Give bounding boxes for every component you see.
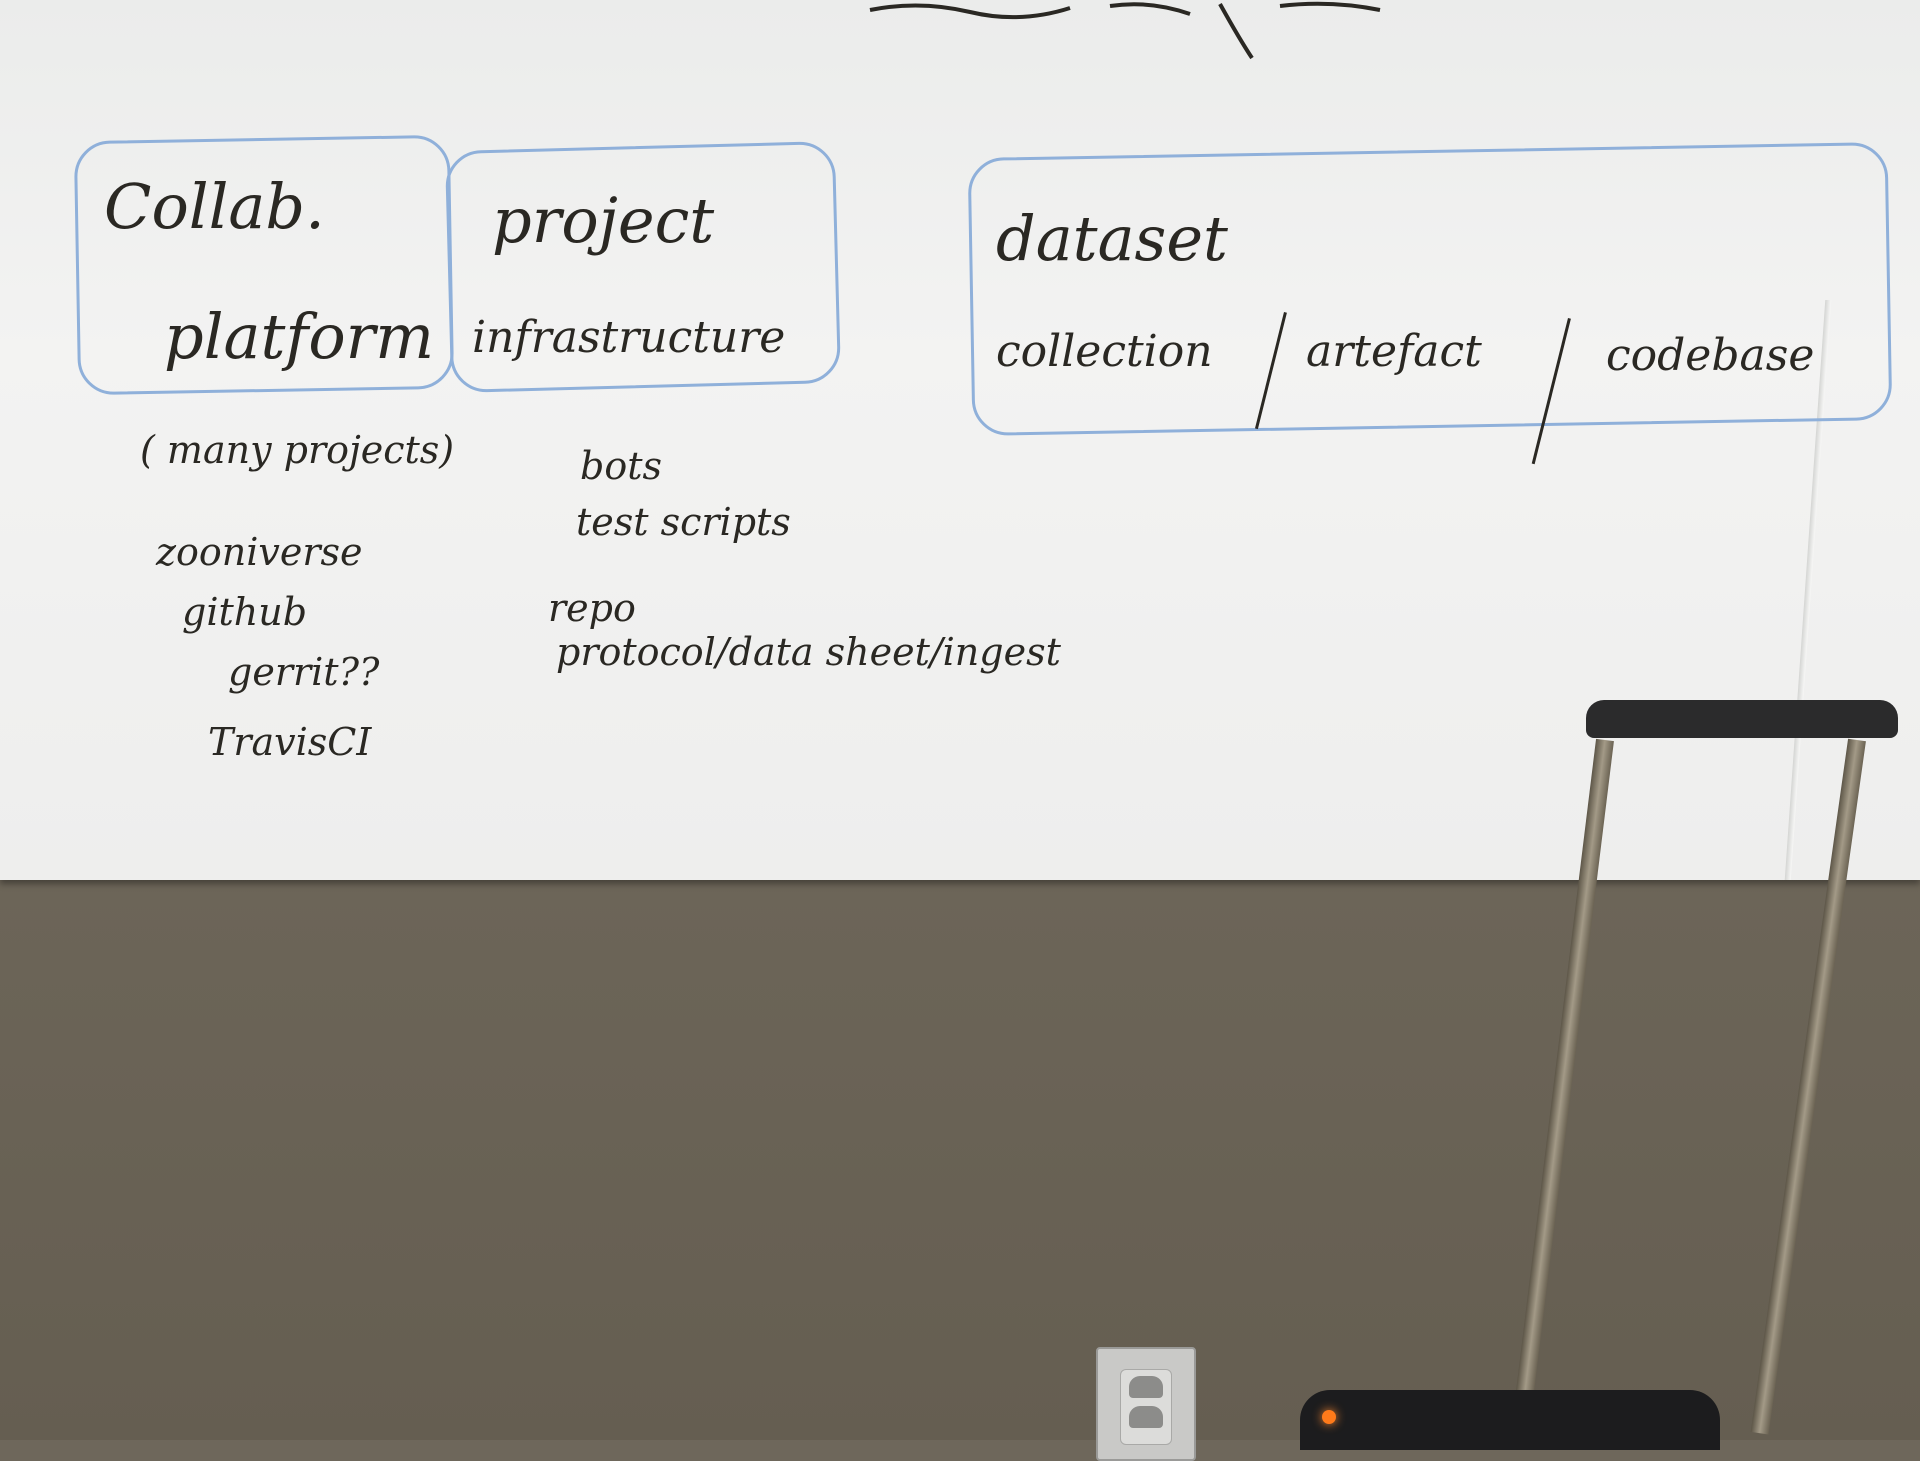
- text-collection: collection: [996, 326, 1213, 377]
- text-travisci: TravisCI: [208, 720, 372, 764]
- text-platform: platform: [164, 300, 435, 373]
- text-protocol-datasheet-ingest: protocol/data sheet/ingest: [556, 630, 1061, 674]
- whiteboard: Collab. platform project infrastructure …: [0, 0, 1920, 880]
- text-collab: Collab.: [104, 170, 325, 243]
- text-test-scripts: test scripts: [576, 500, 791, 544]
- partial-scribble-top: [869, 1, 1381, 60]
- outlet-face: [1120, 1369, 1172, 1445]
- text-artefact: artefact: [1306, 326, 1482, 377]
- text-github: github: [182, 590, 308, 634]
- text-gerrit: gerrit??: [228, 650, 380, 694]
- text-codebase: codebase: [1606, 330, 1815, 381]
- text-repo: repo: [548, 586, 636, 630]
- bag-orange-light: [1322, 1410, 1336, 1424]
- text-dataset: dataset: [996, 202, 1228, 275]
- text-many-projects: ( many projects): [140, 428, 455, 472]
- luggage-handle-icon: [1586, 700, 1898, 738]
- text-infrastructure: infrastructure: [472, 312, 786, 363]
- text-project: project: [492, 184, 715, 257]
- text-zooniverse: zooniverse: [156, 530, 363, 574]
- luggage-bag: [1300, 1390, 1720, 1450]
- box-dataset: [967, 141, 1893, 437]
- wall-outlet-icon: [1096, 1347, 1196, 1461]
- text-bots: bots: [580, 444, 662, 488]
